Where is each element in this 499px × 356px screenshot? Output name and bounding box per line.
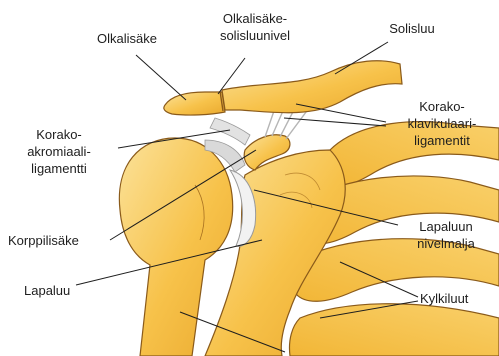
- label-kylkiluut: Kylkiluut: [420, 290, 468, 307]
- label-korako-akromiaali-line1: Korako-: [4, 126, 114, 143]
- label-korako-klavikulaari-ligamentit: Korako- klavikulaari- ligamentit: [388, 98, 496, 149]
- label-lapaluu: Lapaluu: [24, 282, 70, 299]
- leader-olkalisake: [136, 55, 186, 100]
- label-olkalisake-solisluunivel-line1: Olkalisäke-: [200, 10, 310, 27]
- label-korako-klavikulaari-line1: Korako-: [388, 98, 496, 115]
- rib-4: [289, 304, 499, 356]
- label-korako-klavikulaari-line3: ligamentit: [388, 132, 496, 149]
- humerus: [119, 138, 232, 356]
- label-lapaluun-nivelmalja-line1: Lapaluun: [396, 218, 496, 235]
- label-lapaluun-nivelmalja: Lapaluun nivelmalja: [396, 218, 496, 252]
- acromion: [164, 92, 225, 115]
- label-olkalisake: Olkalisäke: [72, 30, 182, 47]
- label-olkalisake-solisluunivel: Olkalisäke- solisluunivel: [200, 10, 310, 44]
- label-lapaluun-nivelmalja-line2: nivelmalja: [396, 235, 496, 252]
- label-korako-akromiaali-line2: akromiaali-: [4, 143, 114, 160]
- label-solisluu: Solisluu: [372, 20, 452, 37]
- label-korako-akromiaali-ligamentti: Korako- akromiaali- ligamentti: [4, 126, 114, 177]
- label-olkalisake-solisluunivel-line2: solisluunivel: [200, 27, 310, 44]
- label-korppilisake: Korppilisäke: [8, 232, 79, 249]
- label-korako-klavikulaari-line2: klavikulaari-: [388, 115, 496, 132]
- leader-korako-klavikulaari-1: [296, 104, 386, 122]
- label-korako-akromiaali-line3: ligamentti: [4, 160, 114, 177]
- clavicle: [222, 61, 402, 113]
